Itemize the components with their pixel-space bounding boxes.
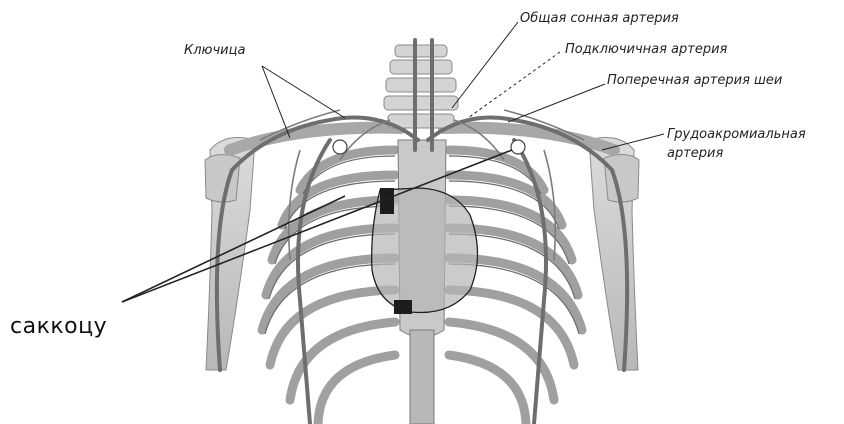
label-thoracoacromial-2: артерия bbox=[667, 146, 723, 162]
label-common-carotid: Общая сонная артерия bbox=[520, 11, 679, 27]
label-transverse-cervical: Поперечная артерия шеи bbox=[607, 73, 782, 89]
thoracic-spine bbox=[410, 330, 434, 424]
cervical-spine bbox=[384, 45, 458, 128]
label-subclavian: Подключичная артерия bbox=[565, 42, 727, 58]
heart bbox=[372, 188, 478, 314]
label-thoracoacromial-1: Грудоакромиальная bbox=[667, 127, 806, 143]
label-clavicle: Ключица bbox=[184, 43, 245, 59]
label-callout: саккоцу bbox=[10, 314, 107, 340]
